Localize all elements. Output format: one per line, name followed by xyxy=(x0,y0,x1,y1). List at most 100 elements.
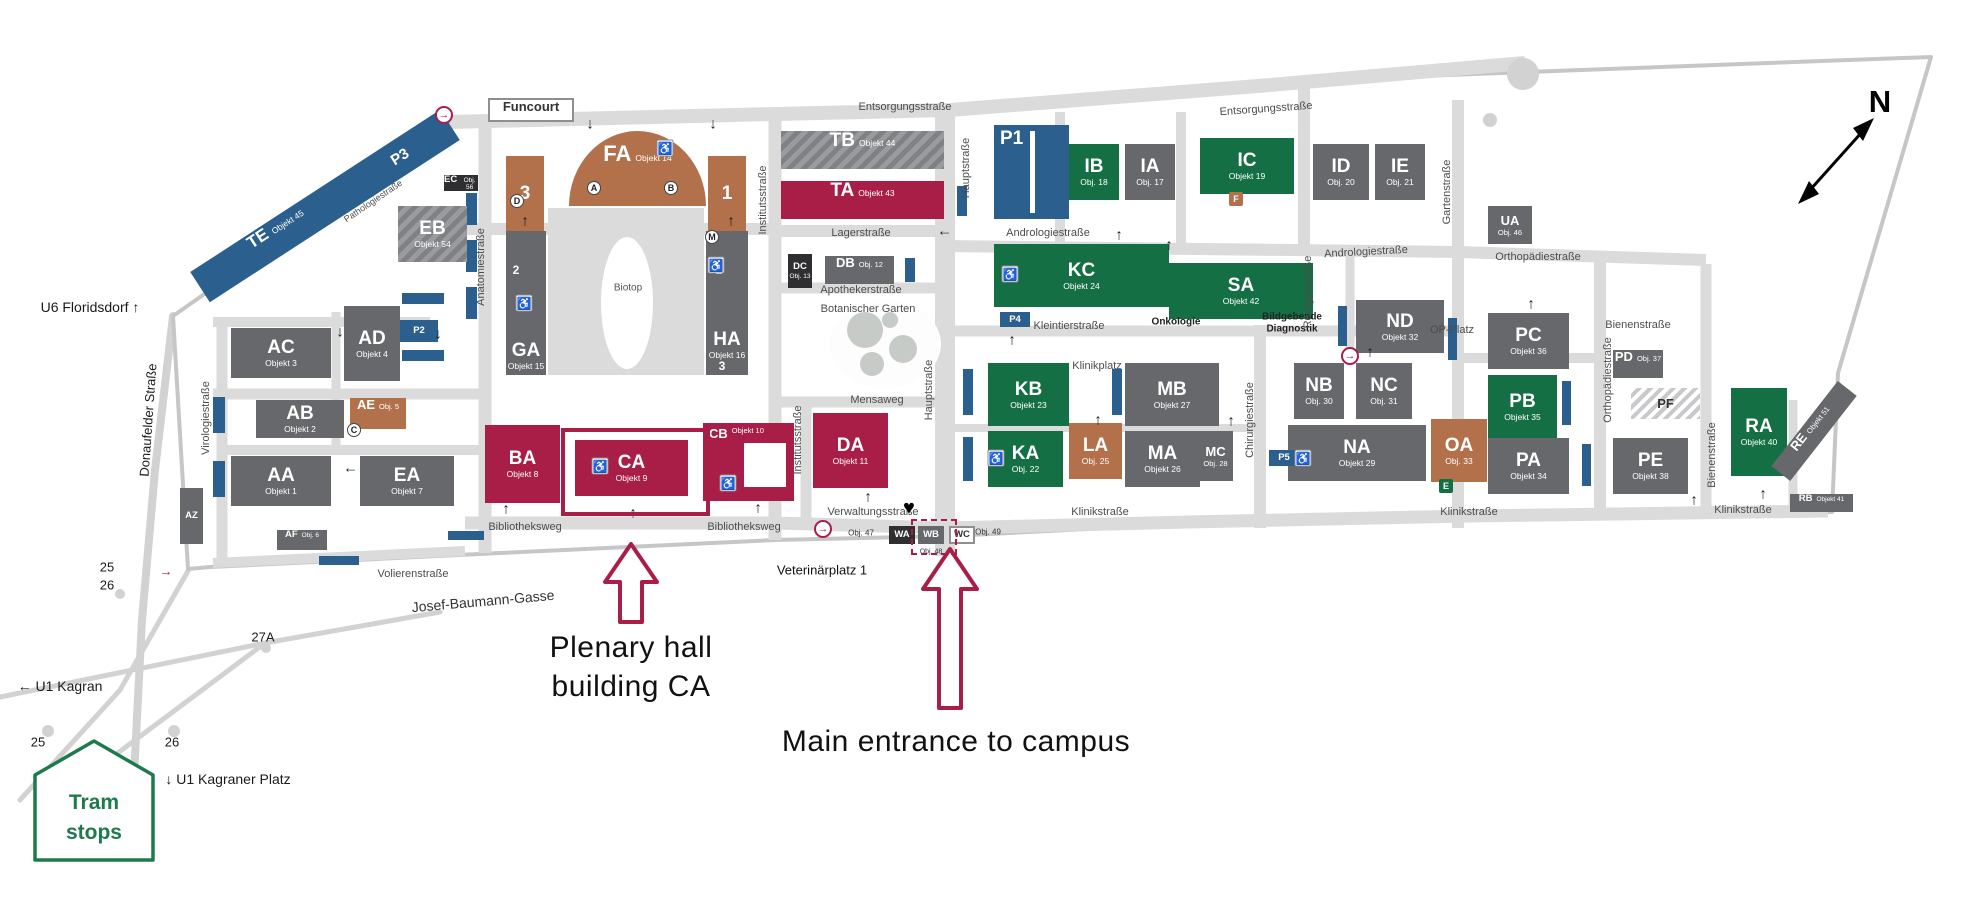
tram-stops-label: Tram stops xyxy=(35,788,153,849)
building-code: DB xyxy=(836,255,855,270)
wheelchair-icon: ♿ xyxy=(656,139,674,157)
parking-bar xyxy=(1582,444,1591,486)
building-funcourt: Funcourt xyxy=(488,98,574,122)
building-objekt: Obj. 22 xyxy=(1011,464,1040,475)
marker-b: B xyxy=(664,181,678,195)
street-label: Orthopädiestraße xyxy=(1495,251,1581,263)
building-code: NA xyxy=(1343,437,1371,459)
defibrillator-icon: ♥ xyxy=(903,497,915,519)
street-label: Botanischer Garten xyxy=(820,303,916,315)
building-objekt: Objekt 40 xyxy=(1740,437,1778,448)
marker-f: F xyxy=(1229,192,1243,206)
building-code: IE xyxy=(1391,156,1409,178)
building-objekt: Objekt 4 xyxy=(356,348,388,359)
building-code: MC xyxy=(1205,443,1226,459)
building-code: AE xyxy=(356,397,376,412)
direction-arrow-icon: ↑ xyxy=(1527,295,1535,313)
building-objekt: Obj. 21 xyxy=(1386,177,1414,188)
building-pf: PF xyxy=(1631,388,1700,419)
direction-arrow-icon: ↑ xyxy=(709,116,717,134)
building-objekt: Objekt 38 xyxy=(1632,471,1669,482)
building-objekt: Obj. 5 xyxy=(379,402,400,411)
wheelchair-icon: ♿ xyxy=(1001,265,1019,283)
parking-bar xyxy=(905,258,915,282)
building-objekt: Objekt 42 xyxy=(1222,296,1260,307)
direction-arrow-icon: ↑ xyxy=(1366,343,1374,361)
building-objekt: Objekt 24 xyxy=(1063,280,1100,291)
building-objekt: Objekt 8 xyxy=(506,469,539,480)
street-label: ← U1 Kagran xyxy=(17,678,103,694)
street-label: Obj. 48 xyxy=(919,548,943,556)
street-label: Diagnostik xyxy=(1266,323,1318,335)
direction-arrow-icon: ↑ xyxy=(434,326,442,344)
building-code: HA xyxy=(713,328,741,350)
building-code: DA xyxy=(836,434,865,456)
street-label: Bienenstraße xyxy=(1706,422,1718,488)
building-objekt: Objekt 54 xyxy=(414,239,451,250)
parking-bar xyxy=(213,461,225,497)
building-code: OA xyxy=(1444,434,1474,456)
building-objekt: Obj. 28 xyxy=(1203,458,1228,468)
building-code: PE xyxy=(1637,450,1664,472)
plenary-hall-annotation: Plenary hall building CA xyxy=(456,628,806,706)
parking-bar xyxy=(466,193,477,225)
street-label: Mensaweg xyxy=(850,394,904,406)
building-wa: WA xyxy=(889,526,915,544)
building-objekt: Objekt 2 xyxy=(284,424,316,435)
building-code: RA xyxy=(1745,416,1773,438)
building-code: PB xyxy=(1509,390,1536,412)
street-label: Hauptstraße xyxy=(960,137,972,199)
building-code: P5 xyxy=(1278,452,1290,464)
street-label: Bibliotheksweg xyxy=(707,521,781,533)
street-label: Klinikstraße xyxy=(1714,504,1772,516)
building-wb: WB xyxy=(918,526,944,544)
building-az: AZ xyxy=(180,488,203,544)
ca-highlight-box xyxy=(561,428,710,516)
building-code: NB xyxy=(1305,375,1333,397)
street-label: Hauptstraße xyxy=(923,359,935,421)
direction-arrow-icon: ↑ xyxy=(586,116,594,134)
street-label: Apothekerstraße xyxy=(820,284,902,296)
building-objekt: Objekt 10 xyxy=(731,426,764,435)
building-code: AD xyxy=(358,327,386,349)
parking-divider xyxy=(1030,131,1035,213)
street-label: Virologiestraße xyxy=(200,381,212,455)
parking-bar xyxy=(319,556,359,565)
marker-3: 3 xyxy=(718,359,726,373)
direction-arrow-icon: ↑ xyxy=(1094,411,1102,429)
building-code: ID xyxy=(1331,156,1351,178)
building-objekt: Obj. 33 xyxy=(1445,455,1473,466)
parking-bar xyxy=(402,350,444,361)
building-code: IB xyxy=(1084,156,1104,178)
street-label: ↓ U1 Kagraner Platz xyxy=(165,771,291,787)
street-label: Röntgenstraße xyxy=(1302,255,1314,329)
compass-north-label: N xyxy=(1868,84,1892,119)
building-objekt: Objekt 3 xyxy=(265,358,297,369)
street-label: → xyxy=(159,563,173,579)
building-code: AZ xyxy=(185,510,198,522)
building-objekt: Objekt 32 xyxy=(1381,331,1419,342)
building-code: WA xyxy=(894,529,910,541)
street-label: Gartenstraße xyxy=(1441,159,1453,225)
building-objekt: Objekt 41 xyxy=(1816,496,1845,503)
parking-bar xyxy=(448,531,484,540)
